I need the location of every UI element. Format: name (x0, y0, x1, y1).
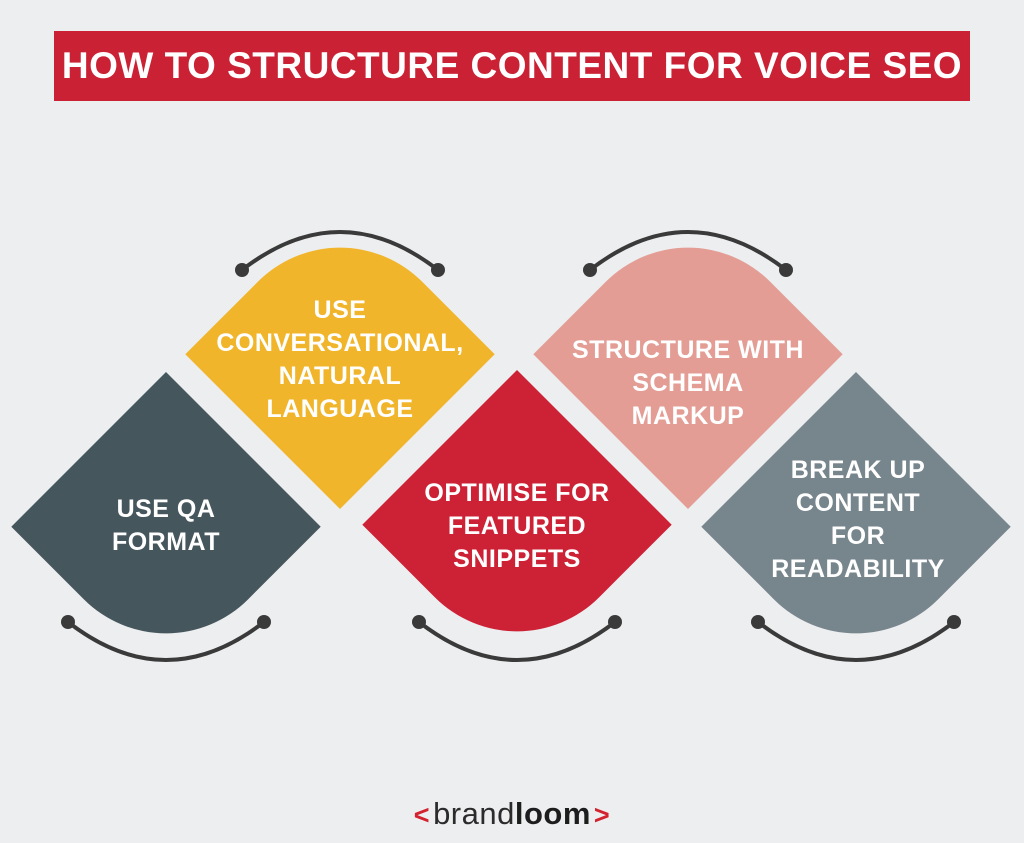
arc-line (66, 620, 266, 662)
chevron-right-icon: > (593, 799, 611, 830)
title-banner: HOW TO STRUCTURE CONTENT FOR VOICE SEO (54, 31, 970, 101)
diamond-label-readability: BREAK UP CONTENT FOR READABILITY (708, 454, 1008, 586)
arc-line (756, 620, 956, 662)
diamond-label-schema-markup: STRUCTURE WITH SCHEMA MARKUP (538, 334, 838, 433)
label-line: USE (313, 296, 367, 324)
label-line: CONTENT (795, 489, 921, 517)
arc-above-conversational (235, 230, 445, 277)
label-line: OPTIMISE FOR (424, 479, 610, 507)
arc-endpoint-dot (257, 615, 271, 629)
arc-endpoint-dot (412, 615, 426, 629)
diamond-shape (11, 372, 321, 634)
page-title: HOW TO STRUCTURE CONTENT FOR VOICE SEO (61, 45, 963, 86)
label-line: FORMAT (111, 528, 221, 556)
arc-endpoint-dot (61, 615, 75, 629)
arc-above-schema-markup (583, 230, 793, 277)
label-line: USE QA (116, 495, 216, 523)
brandloom-logo: < brand loom > (0, 796, 1024, 832)
label-line: SNIPPETS (453, 545, 581, 573)
diamond-shape (362, 370, 672, 632)
diamond-optimise-for-featured-snippets (362, 370, 672, 632)
diamond-break-up-content-for-readability (701, 372, 1011, 634)
diamond-structure-with-schema-markup (533, 247, 843, 509)
diamond-label-optimise-snippets: OPTIMISE FOR FEATURED SNIPPETS (367, 477, 667, 576)
diamond-shape (701, 372, 1011, 634)
diamond-label-use-conversational: USE CONVERSATIONAL, NATURAL LANGUAGE (190, 294, 490, 426)
arc-endpoint-dot (779, 263, 793, 277)
arc-below-readability (751, 615, 961, 662)
arc-line (417, 620, 617, 662)
label-line: FOR (830, 522, 886, 550)
arc-endpoint-dot (608, 615, 622, 629)
chevron-left-icon: < (413, 799, 431, 830)
arc-endpoint-dot (947, 615, 961, 629)
arc-endpoint-dot (583, 263, 597, 277)
arc-below-use-qa (61, 615, 271, 662)
diamond-use-conversational-natural-language (185, 247, 495, 509)
label-line: NATURAL (278, 362, 402, 390)
logo-loom-text: loom (514, 796, 591, 831)
arc-endpoint-dot (235, 263, 249, 277)
label-line: LANGUAGE (266, 395, 414, 423)
arc-endpoint-dot (431, 263, 445, 277)
arc-line (588, 230, 788, 272)
label-line: BREAK UP (790, 456, 926, 484)
diamond-shape (185, 247, 495, 509)
arc-line (240, 230, 440, 272)
arc-below-featured-snippets (412, 615, 622, 662)
label-line: READABILITY (771, 555, 945, 583)
arc-endpoint-dot (751, 615, 765, 629)
diamond-use-qa-format (11, 372, 321, 634)
diamond-label-use-qa-format: USE QA FORMAT (16, 493, 316, 559)
label-line: SCHEMA (632, 369, 744, 397)
label-line: STRUCTURE WITH (572, 336, 804, 364)
logo-brand-text: brand (433, 796, 515, 831)
label-line: FEATURED (447, 512, 587, 540)
label-line: CONVERSATIONAL, (216, 329, 464, 357)
diamond-shape (533, 247, 843, 509)
label-line: MARKUP (631, 402, 745, 430)
